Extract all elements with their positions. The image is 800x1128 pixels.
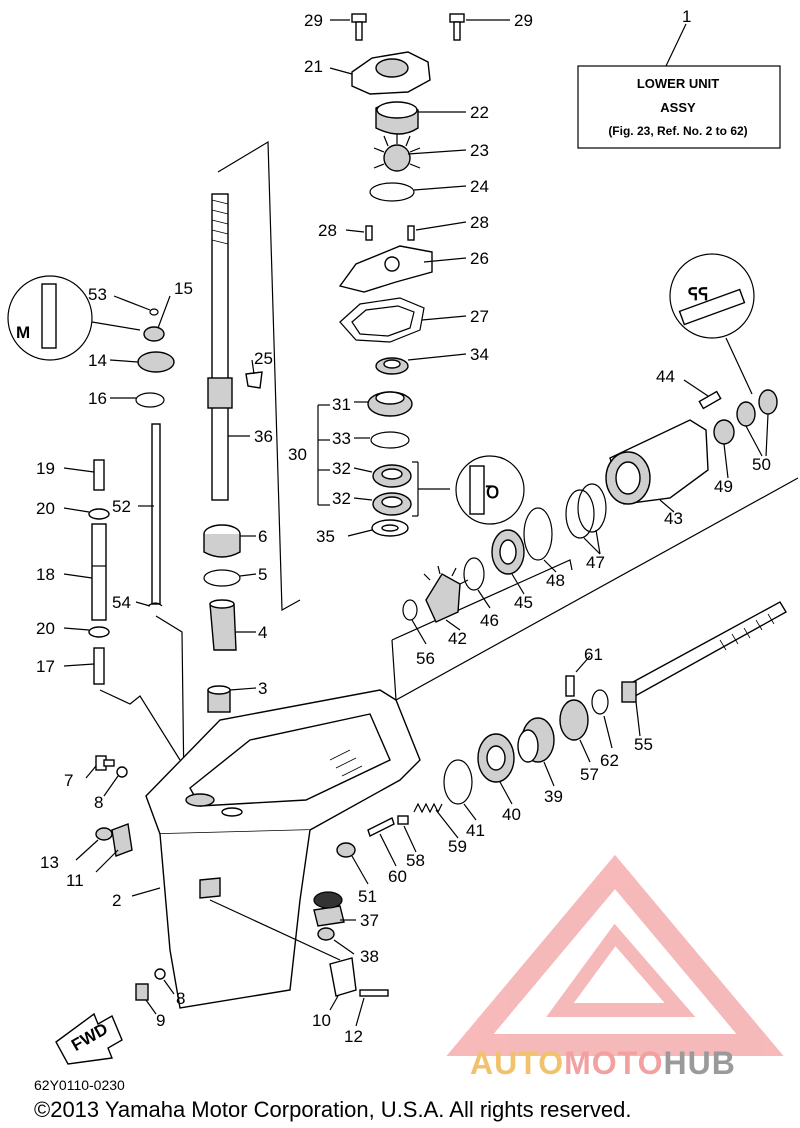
callout-47: 47 [586, 553, 605, 572]
callout-19: 19 [36, 459, 55, 478]
callout-18: 18 [36, 565, 55, 584]
watermark-part2: MOTO [564, 1045, 664, 1081]
prop-shaft-parts: ᕋᕋ [336, 253, 799, 858]
watermark-part3: HUB [663, 1045, 736, 1081]
callout-21: 21 [304, 57, 323, 76]
svg-text:Ꝺ: Ꝺ [485, 483, 499, 502]
callout-29a: 29 [304, 11, 323, 30]
callout-11: 11 [66, 871, 84, 890]
assy-box-line2: ASSY [660, 100, 696, 115]
callout-54: 54 [112, 593, 131, 612]
watermark-text: AUTOMOTOHUB [470, 1045, 736, 1082]
callout-10: 10 [312, 1011, 331, 1030]
callout-35: 35 [316, 527, 335, 546]
callout-7: 7 [64, 771, 73, 790]
callout-31: 31 [332, 395, 351, 414]
svg-text:M: M [16, 323, 30, 342]
callout-55: 55 [634, 735, 653, 754]
callout-41: 41 [466, 821, 485, 840]
callout-9: 9 [156, 1011, 165, 1030]
callout-38: 38 [360, 947, 379, 966]
drawing-code: 62Y0110-0230 [34, 1077, 125, 1093]
callout-17: 17 [36, 657, 55, 676]
copyright-notice: ©2013 Yamaha Motor Corporation, U.S.A. A… [34, 1097, 632, 1122]
lower-case-housing [145, 689, 421, 1009]
callout-12: 12 [344, 1027, 363, 1046]
callout-32b: 32 [332, 489, 351, 508]
seal-housing-group: Ꝺ [317, 391, 525, 537]
callout-13: 13 [40, 853, 59, 872]
watermark-logo [446, 854, 784, 1056]
housing-hardware [95, 755, 389, 1001]
assy-box-line3: (Fig. 23, Ref. No. 2 to 62) [608, 124, 748, 138]
callout-8a: 8 [94, 793, 103, 812]
svg-text:ᕋᕋ: ᕋᕋ [688, 285, 709, 304]
callout-8b: 8 [176, 989, 185, 1008]
callout-36: 36 [254, 427, 273, 446]
callout-42: 42 [448, 629, 467, 648]
callout-48: 48 [546, 571, 565, 590]
bolt-29-left [351, 13, 367, 41]
assy-box-line1: LOWER UNIT [636, 76, 720, 91]
callout-33: 33 [332, 429, 351, 448]
callout-61: 61 [584, 645, 603, 664]
assy-box [577, 23, 781, 149]
callout-39: 39 [544, 787, 563, 806]
callout-51: 51 [358, 887, 377, 906]
callout-5: 5 [258, 565, 267, 584]
callout-37: 37 [360, 911, 379, 930]
callout-20a: 20 [36, 499, 55, 518]
callout-27: 27 [470, 307, 489, 326]
callout-3: 3 [258, 679, 267, 698]
callout-26: 26 [470, 249, 489, 268]
callout-50: 50 [752, 455, 771, 474]
callout-20b: 20 [36, 619, 55, 638]
fwd-arrow [55, 1012, 123, 1065]
callout-29b: 29 [514, 11, 533, 30]
callout-57: 57 [580, 765, 599, 784]
callout-62: 62 [600, 751, 619, 770]
callout-53: 53 [88, 285, 107, 304]
watermark-part1: AUTO [470, 1045, 565, 1081]
callout-28a: 28 [318, 221, 337, 240]
impeller [373, 134, 421, 172]
callout-59: 59 [448, 837, 467, 856]
callout-52: 52 [112, 497, 131, 516]
callout-4: 4 [258, 623, 267, 642]
callout-43: 43 [664, 509, 683, 528]
callout-32a: 32 [332, 459, 351, 478]
callout-2: 2 [112, 891, 121, 910]
callout-45: 45 [514, 593, 533, 612]
callout-58: 58 [406, 851, 425, 870]
water-pump-parts [338, 13, 465, 375]
bolt-29-right [449, 13, 465, 41]
callout-28b: 28 [470, 213, 489, 232]
callout-44: 44 [656, 367, 675, 386]
callout-6: 6 [258, 527, 267, 546]
callout-60: 60 [388, 867, 407, 886]
callout-25: 25 [254, 349, 273, 368]
callout-56: 56 [416, 649, 435, 668]
callout-40: 40 [502, 805, 521, 824]
callout-14: 14 [88, 351, 107, 370]
callout-24: 24 [470, 177, 489, 196]
shift-rod-parts: M [7, 275, 185, 791]
callout-15: 15 [174, 279, 193, 298]
leader-lines [63, 19, 769, 1027]
callout-22: 22 [470, 103, 489, 122]
callout-23: 23 [470, 141, 489, 160]
callout-16: 16 [88, 389, 107, 408]
callout-1: 1 [682, 7, 691, 26]
callout-49: 49 [714, 477, 733, 496]
callout-46: 46 [480, 611, 499, 630]
callout-30: 30 [288, 445, 307, 464]
callout-34: 34 [470, 345, 489, 364]
drive-shaft-parts [203, 140, 301, 713]
